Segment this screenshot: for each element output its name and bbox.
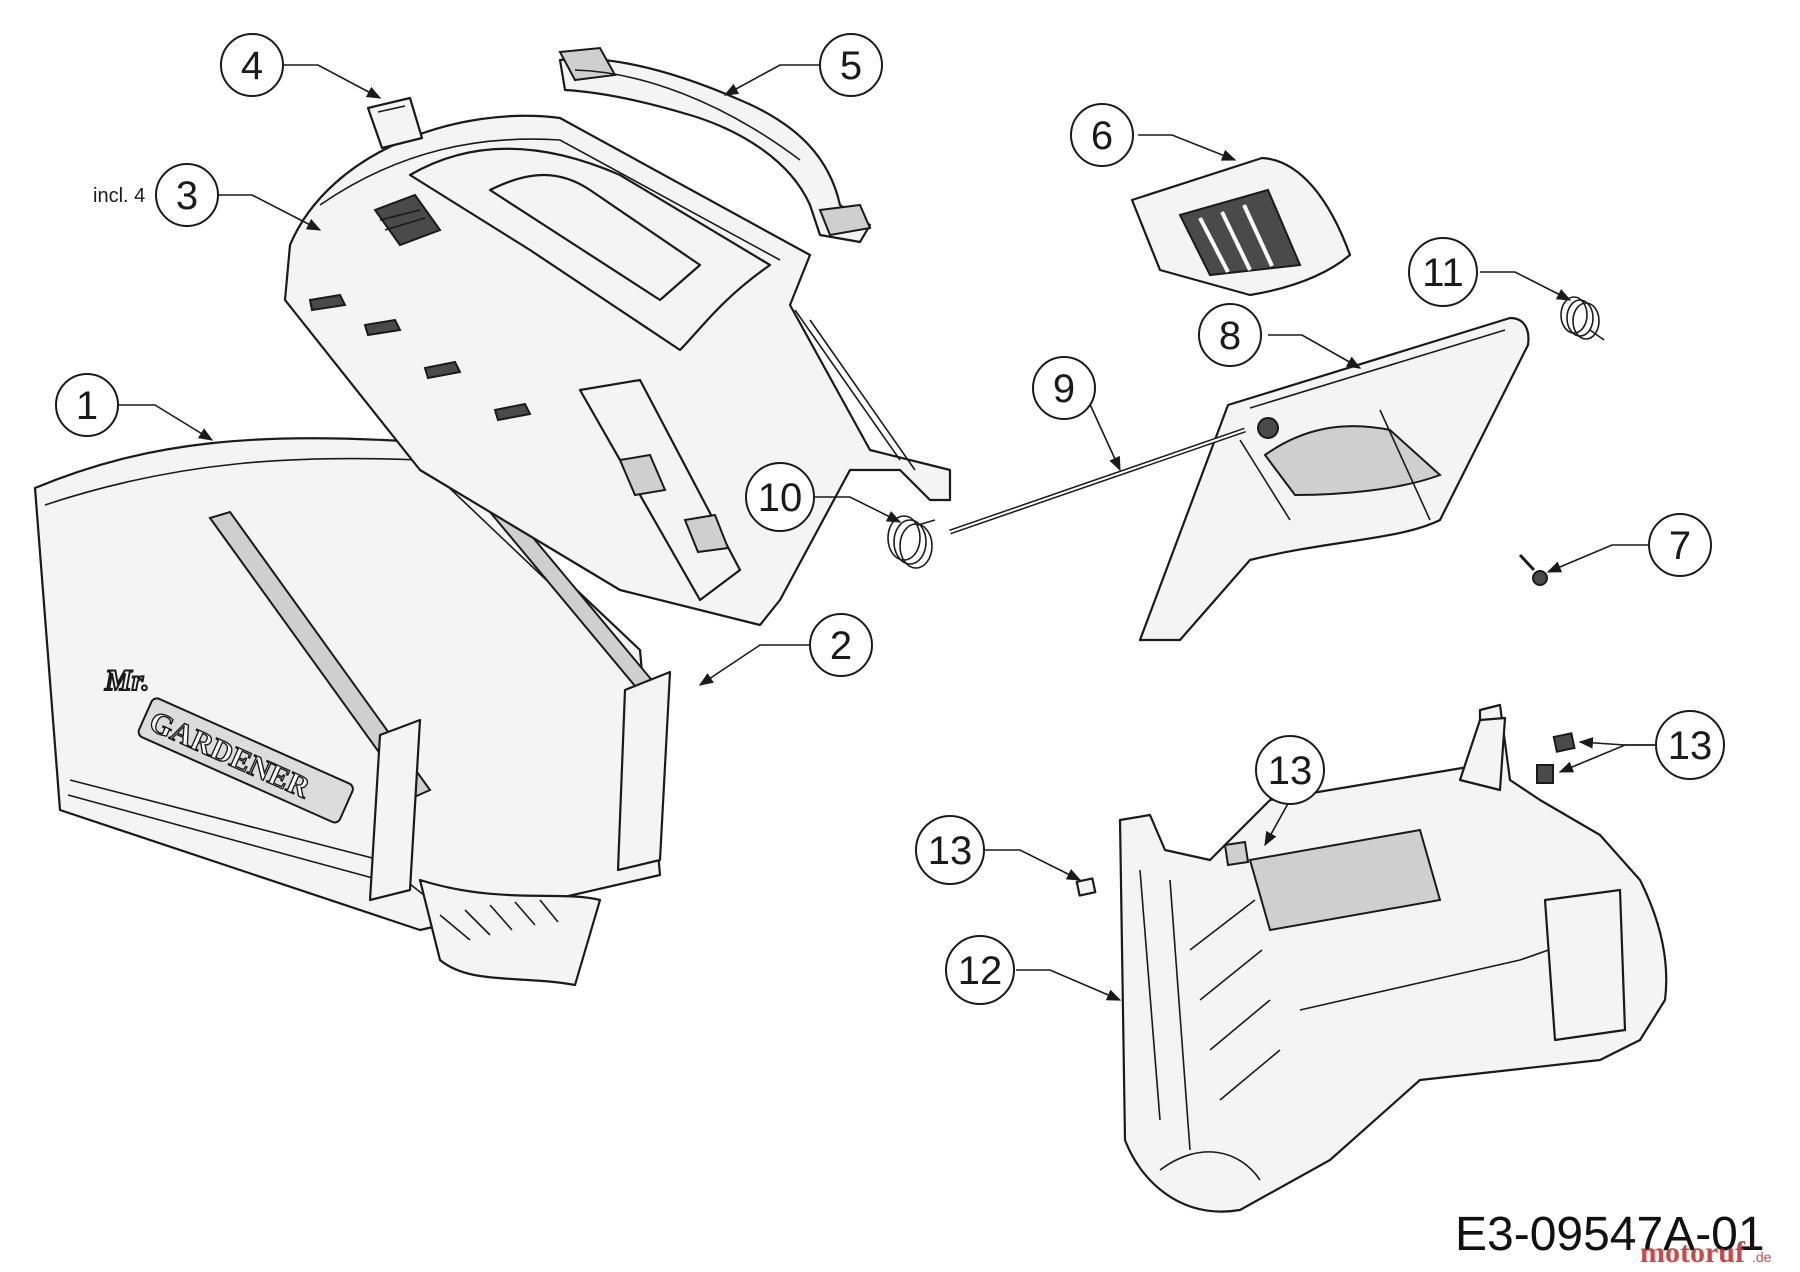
clip-nut-left-part (1075, 877, 1097, 897)
fill-indicator-part (1130, 156, 1352, 297)
callout-10: 10 (745, 462, 815, 532)
callout-6: 6 (1070, 103, 1134, 167)
callout-7: 7 (1648, 513, 1712, 577)
logo-script-text: Mr. (104, 664, 149, 697)
callout-5-label: 5 (840, 44, 862, 88)
callout-6-label: 6 (1091, 114, 1113, 158)
callout-9-label: 9 (1053, 367, 1075, 411)
hinge-rod-part (949, 427, 1246, 535)
screw-part (1518, 553, 1548, 586)
carry-handle-part (558, 46, 872, 244)
torsion-spring-left-part (887, 515, 936, 569)
watermark-suffix: .de (1752, 1249, 1772, 1265)
clip-nut-upper-b-part (1536, 764, 1554, 784)
callout-1-label: 1 (76, 384, 98, 428)
callout-13-center-label: 13 (1268, 749, 1313, 793)
callout-13-right: 13 (1655, 710, 1725, 780)
rear-bracket-part (1118, 703, 1668, 1213)
clip-nut-upper-a-part (1552, 732, 1576, 753)
callout-11: 11 (1408, 237, 1478, 307)
callout-4: 4 (220, 33, 284, 97)
callout-13-left: 13 (915, 815, 985, 885)
callout-13-center: 13 (1255, 735, 1325, 805)
callout-2: 2 (809, 613, 873, 677)
grass-bag-part: Mr. GARDENER (33, 437, 672, 987)
callout-13-right-label: 13 (1668, 724, 1713, 768)
callout-8-label: 8 (1219, 314, 1241, 358)
callout-7-label: 7 (1669, 524, 1691, 568)
callout-9: 9 (1032, 356, 1096, 420)
leader-lines (118, 64, 1655, 1001)
callout-1: 1 (55, 373, 119, 437)
watermark: motoruf .de (1640, 1236, 1772, 1269)
callout-5: 5 (819, 33, 883, 97)
callout-12-label: 12 (958, 949, 1003, 993)
callout-13-left-label: 13 (928, 829, 973, 873)
callout-11-label: 11 (1422, 251, 1464, 295)
drawing-number: E3-09547A-01 (1455, 1208, 1765, 1261)
callout-3: 3 incl. 4 (93, 163, 219, 227)
callout-4-label: 4 (241, 44, 263, 88)
torsion-spring-right-part (1560, 296, 1605, 341)
rear-flap-part (1138, 316, 1530, 642)
callout-8: 8 (1198, 303, 1262, 367)
watermark-name: motoruf (1640, 1236, 1746, 1269)
callout-3-label: 3 (176, 174, 198, 218)
callout-10-label: 10 (758, 476, 803, 520)
callout-3-note: incl. 4 (93, 185, 145, 207)
callout-12: 12 (945, 935, 1015, 1005)
callout-2-label: 2 (830, 624, 852, 668)
small-flap-part (366, 96, 424, 150)
